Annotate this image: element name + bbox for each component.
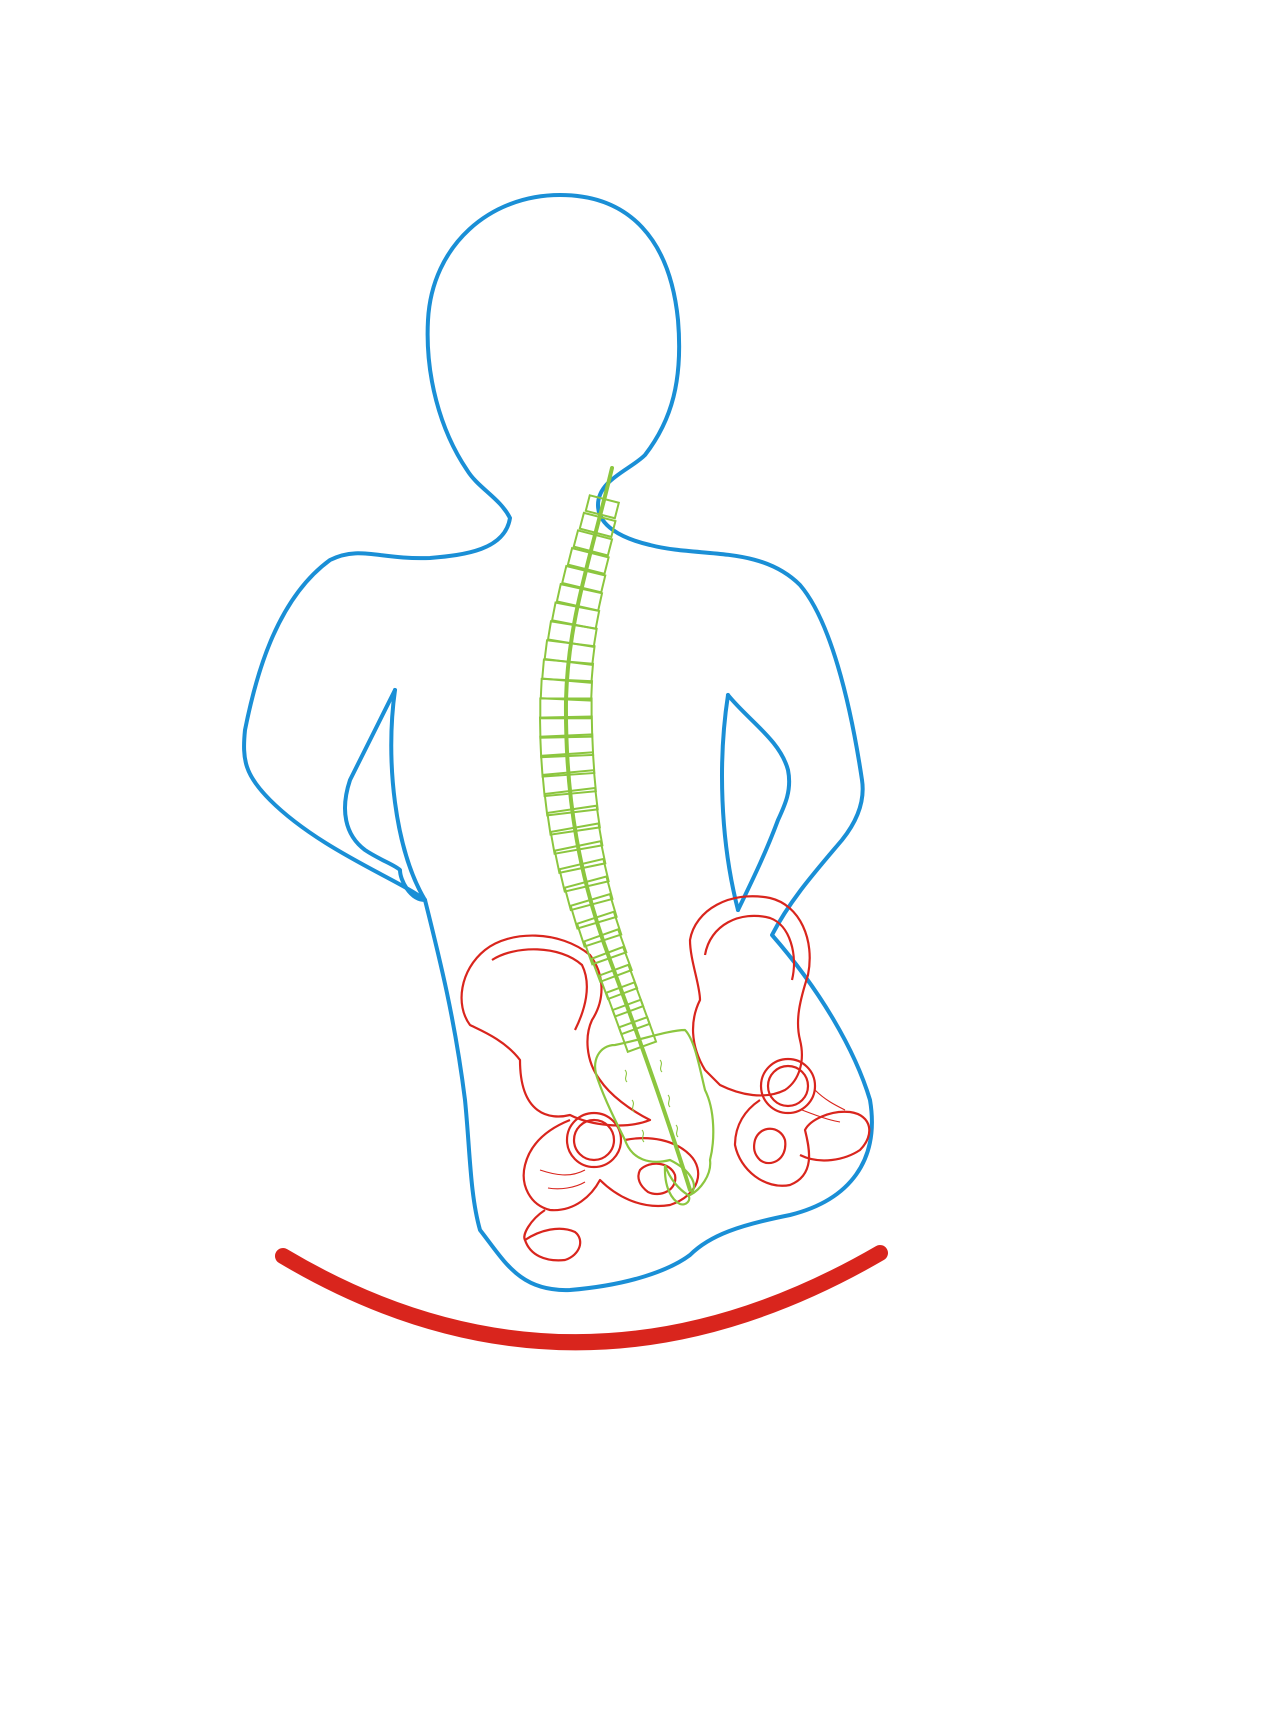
right-waist-outline xyxy=(720,693,740,912)
right-ilium-inner xyxy=(703,914,796,981)
head-and-torso-outline xyxy=(242,193,874,1293)
sacral-foramina xyxy=(624,1059,679,1143)
right-arm-inner-outline xyxy=(726,693,792,912)
right-hip-socket xyxy=(759,1057,817,1115)
seat-arc xyxy=(275,1245,888,1351)
left-ischium xyxy=(522,1118,700,1212)
sacrum xyxy=(594,1028,715,1197)
body-outline xyxy=(242,193,874,1293)
left-arm-inner-outline xyxy=(343,688,427,902)
coccyx xyxy=(663,1164,691,1206)
left-hip-socket xyxy=(565,1111,623,1169)
left-ilium xyxy=(460,934,652,1127)
spine-curve-line xyxy=(563,466,692,1192)
right-ilium xyxy=(688,895,811,1097)
left-ilium-inner xyxy=(491,948,588,1031)
pelvis xyxy=(460,895,871,1262)
left-pelvis-detail xyxy=(539,1169,586,1190)
right-pelvis-detail xyxy=(801,1089,846,1123)
left-obturator xyxy=(637,1162,677,1196)
right-obturator xyxy=(752,1127,787,1165)
left-lower-pelvis xyxy=(523,1209,546,1241)
left-pubic-ramus xyxy=(523,1227,582,1262)
right-ischium xyxy=(733,1099,871,1187)
left-femoral-head xyxy=(572,1118,616,1162)
left-waist-outline xyxy=(389,688,427,902)
spine xyxy=(538,466,715,1206)
right-femoral-head xyxy=(766,1064,810,1108)
